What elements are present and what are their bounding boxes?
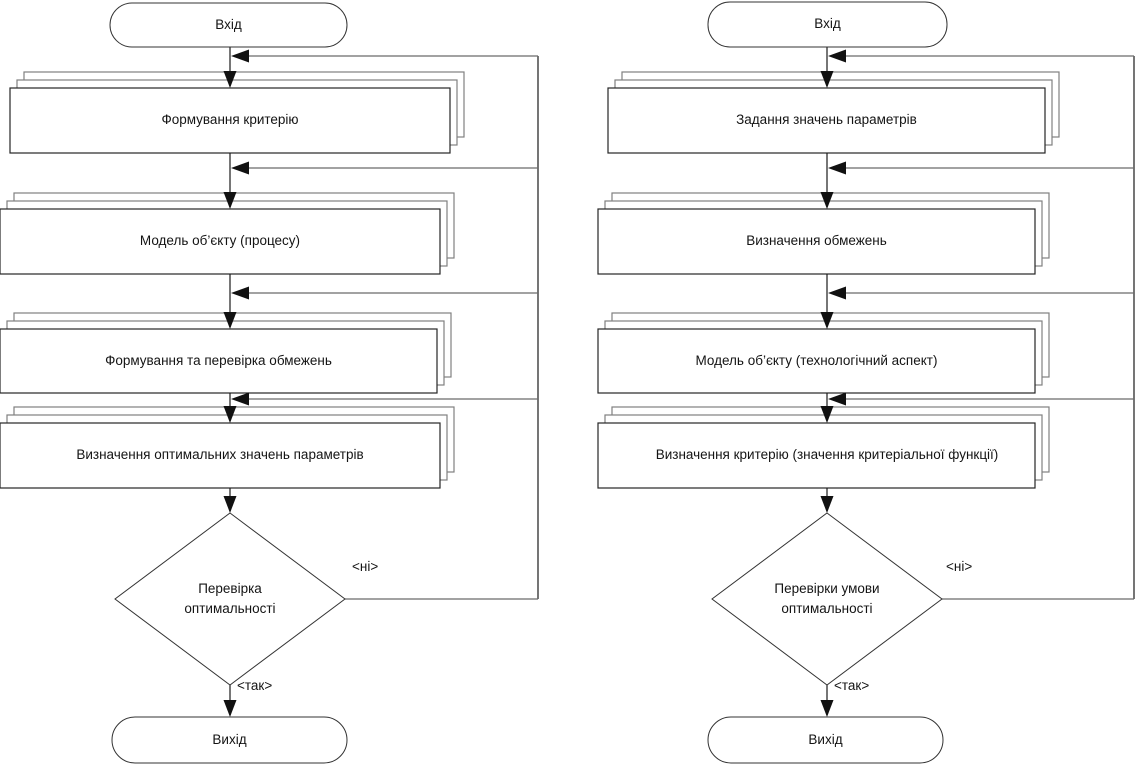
terminal-start-label: Вхід	[215, 16, 242, 32]
process-stack-3	[597, 312, 1050, 394]
down-arrowhead	[820, 192, 834, 209]
left-arrowhead	[231, 49, 249, 63]
terminal-end	[707, 716, 944, 764]
down-arrowhead	[820, 496, 834, 513]
process-step-label: Формування критерію	[161, 112, 299, 128]
down-arrowhead	[820, 312, 834, 329]
process-step-label: Задання значень параметрів	[736, 112, 917, 128]
left-arrowhead	[231, 392, 249, 406]
left-arrowhead	[828, 49, 846, 63]
down-arrowhead	[223, 700, 237, 717]
process-stack-2	[597, 192, 1050, 275]
decision-diamond	[711, 512, 943, 686]
process-stack-2	[0, 192, 455, 275]
decision-label: Перевірки умови оптимальності	[774, 580, 880, 616]
down-arrowhead	[223, 192, 237, 209]
stack-sheet-front	[0, 422, 441, 489]
stack-sheet-front	[597, 328, 1036, 394]
branch-no-label: <ні>	[946, 559, 973, 574]
terminal-end-label: Вихід	[212, 731, 247, 747]
terminal-end	[111, 716, 348, 764]
decision-label: Перевірка оптимальності	[184, 580, 276, 616]
down-arrowhead	[820, 71, 834, 88]
branch-no-label: <ні>	[352, 559, 379, 574]
stack-sheet-front	[597, 422, 1036, 489]
stack-sheet-front	[597, 208, 1036, 275]
process-step-label: Формування та перевірка обмежень	[105, 352, 332, 368]
left-arrowhead	[231, 161, 249, 175]
down-arrowhead	[223, 406, 237, 423]
branch-yes-label: <так>	[834, 678, 870, 693]
process-stack-3	[0, 312, 452, 394]
stack-sheet-front	[0, 208, 441, 275]
process-step-label: Модель об’єкту (технологічний аспект)	[695, 352, 938, 368]
stack-sheet-front	[0, 328, 438, 394]
process-step-label: Визначення обмежень	[746, 233, 887, 249]
left-arrowhead	[231, 286, 249, 300]
terminal-start	[707, 1, 948, 48]
process-step-label: Модель об’єкту (процесу)	[139, 233, 301, 249]
terminal-start-label: Вхід	[814, 16, 841, 32]
down-arrowhead	[223, 496, 237, 513]
down-arrowhead	[820, 406, 834, 423]
process-stack-4	[0, 406, 455, 489]
process-step-label: Визначення оптимальних значень параметрі…	[76, 447, 364, 463]
process-stack-4	[597, 406, 1050, 489]
decision-diamond	[114, 512, 346, 686]
process-step-label: Визначення критерію (значення критеріаль…	[655, 447, 999, 463]
left-flowchart	[0, 2, 539, 764]
process-stack-1	[607, 71, 1060, 154]
stack-sheet-front	[607, 87, 1046, 154]
down-arrowhead	[223, 71, 237, 88]
branch-yes-label: <так>	[237, 678, 273, 693]
right-flowchart	[597, 1, 1135, 764]
down-arrowhead	[820, 700, 834, 717]
down-arrowhead	[223, 312, 237, 329]
left-arrowhead	[828, 392, 846, 406]
left-arrowhead	[828, 161, 846, 175]
left-arrowhead	[828, 286, 846, 300]
terminal-end-label: Вихід	[808, 731, 843, 747]
terminal-start	[109, 2, 348, 48]
